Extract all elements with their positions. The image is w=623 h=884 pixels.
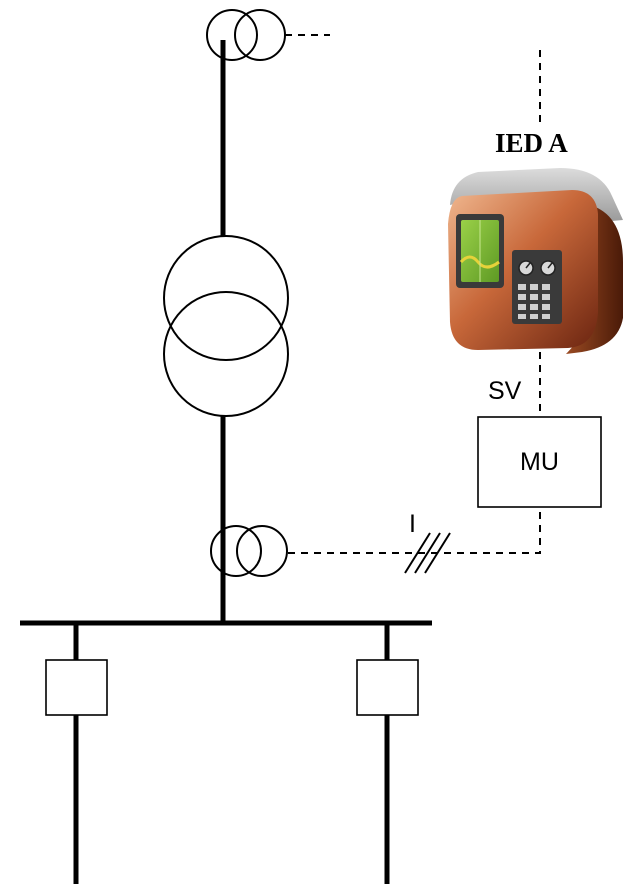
ied-label: IED A xyxy=(495,128,568,158)
three-phase-hatch-icon xyxy=(404,532,451,574)
current-label: I xyxy=(409,510,416,538)
merging-unit-label: MU xyxy=(520,448,559,476)
merging-unit-box xyxy=(477,416,602,508)
right-circuit-breaker-icon xyxy=(356,659,419,716)
left-circuit-breaker-icon xyxy=(45,659,108,716)
top-current-transformer-icon xyxy=(206,9,286,61)
current-signal-dashed-line xyxy=(288,507,541,554)
bottom-current-transformer-icon xyxy=(210,525,288,577)
ied-device-icon xyxy=(448,168,623,354)
sv-label: SV xyxy=(488,377,522,405)
power-transformer-icon xyxy=(163,235,289,417)
